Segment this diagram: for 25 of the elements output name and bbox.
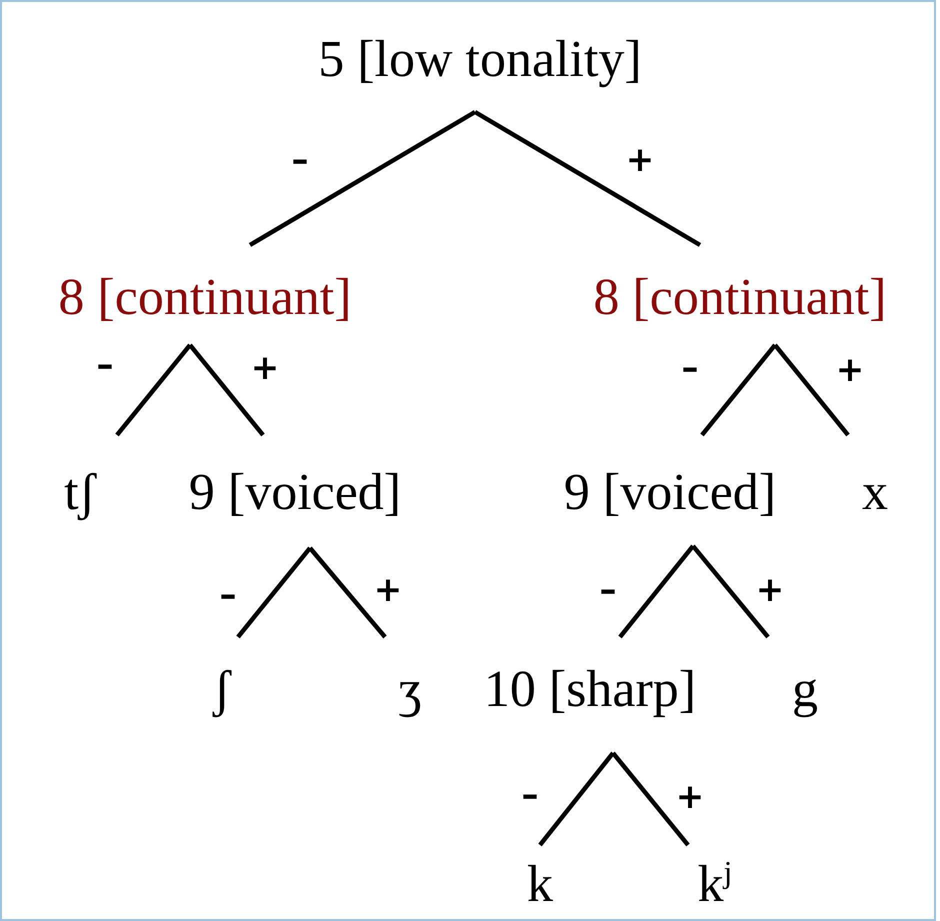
feature-label: 8 [continuant] xyxy=(5,245,405,345)
tree-branch xyxy=(188,344,265,436)
tree-branch xyxy=(538,752,615,846)
node-label: 9 [voiced] xyxy=(150,435,440,548)
feature-label: 5 [low tonality] xyxy=(250,20,710,112)
tree-branch xyxy=(611,752,690,846)
node-label: tʃ xyxy=(40,435,120,548)
tree-branch xyxy=(618,544,695,638)
node-label: 10 [sharp] xyxy=(445,637,735,753)
node-label: k xyxy=(510,845,570,915)
node-label: ʒ xyxy=(380,637,440,720)
tree-branch xyxy=(308,546,387,638)
tree-branch xyxy=(691,544,770,638)
feature-label: 8 [continuant] xyxy=(540,245,940,345)
tree-branch xyxy=(700,344,777,436)
tree-branch xyxy=(773,344,850,436)
node-label: g xyxy=(765,637,845,720)
tree-branch xyxy=(474,110,702,247)
tree-branch xyxy=(248,110,476,247)
tree-branch xyxy=(115,344,192,436)
tree-branch xyxy=(236,546,312,638)
node-label: k$^{j}$ xyxy=(675,845,755,915)
node-label: ʃ xyxy=(192,637,252,720)
node-label: x xyxy=(840,435,910,520)
node-label: 9 [voiced] xyxy=(525,435,815,546)
